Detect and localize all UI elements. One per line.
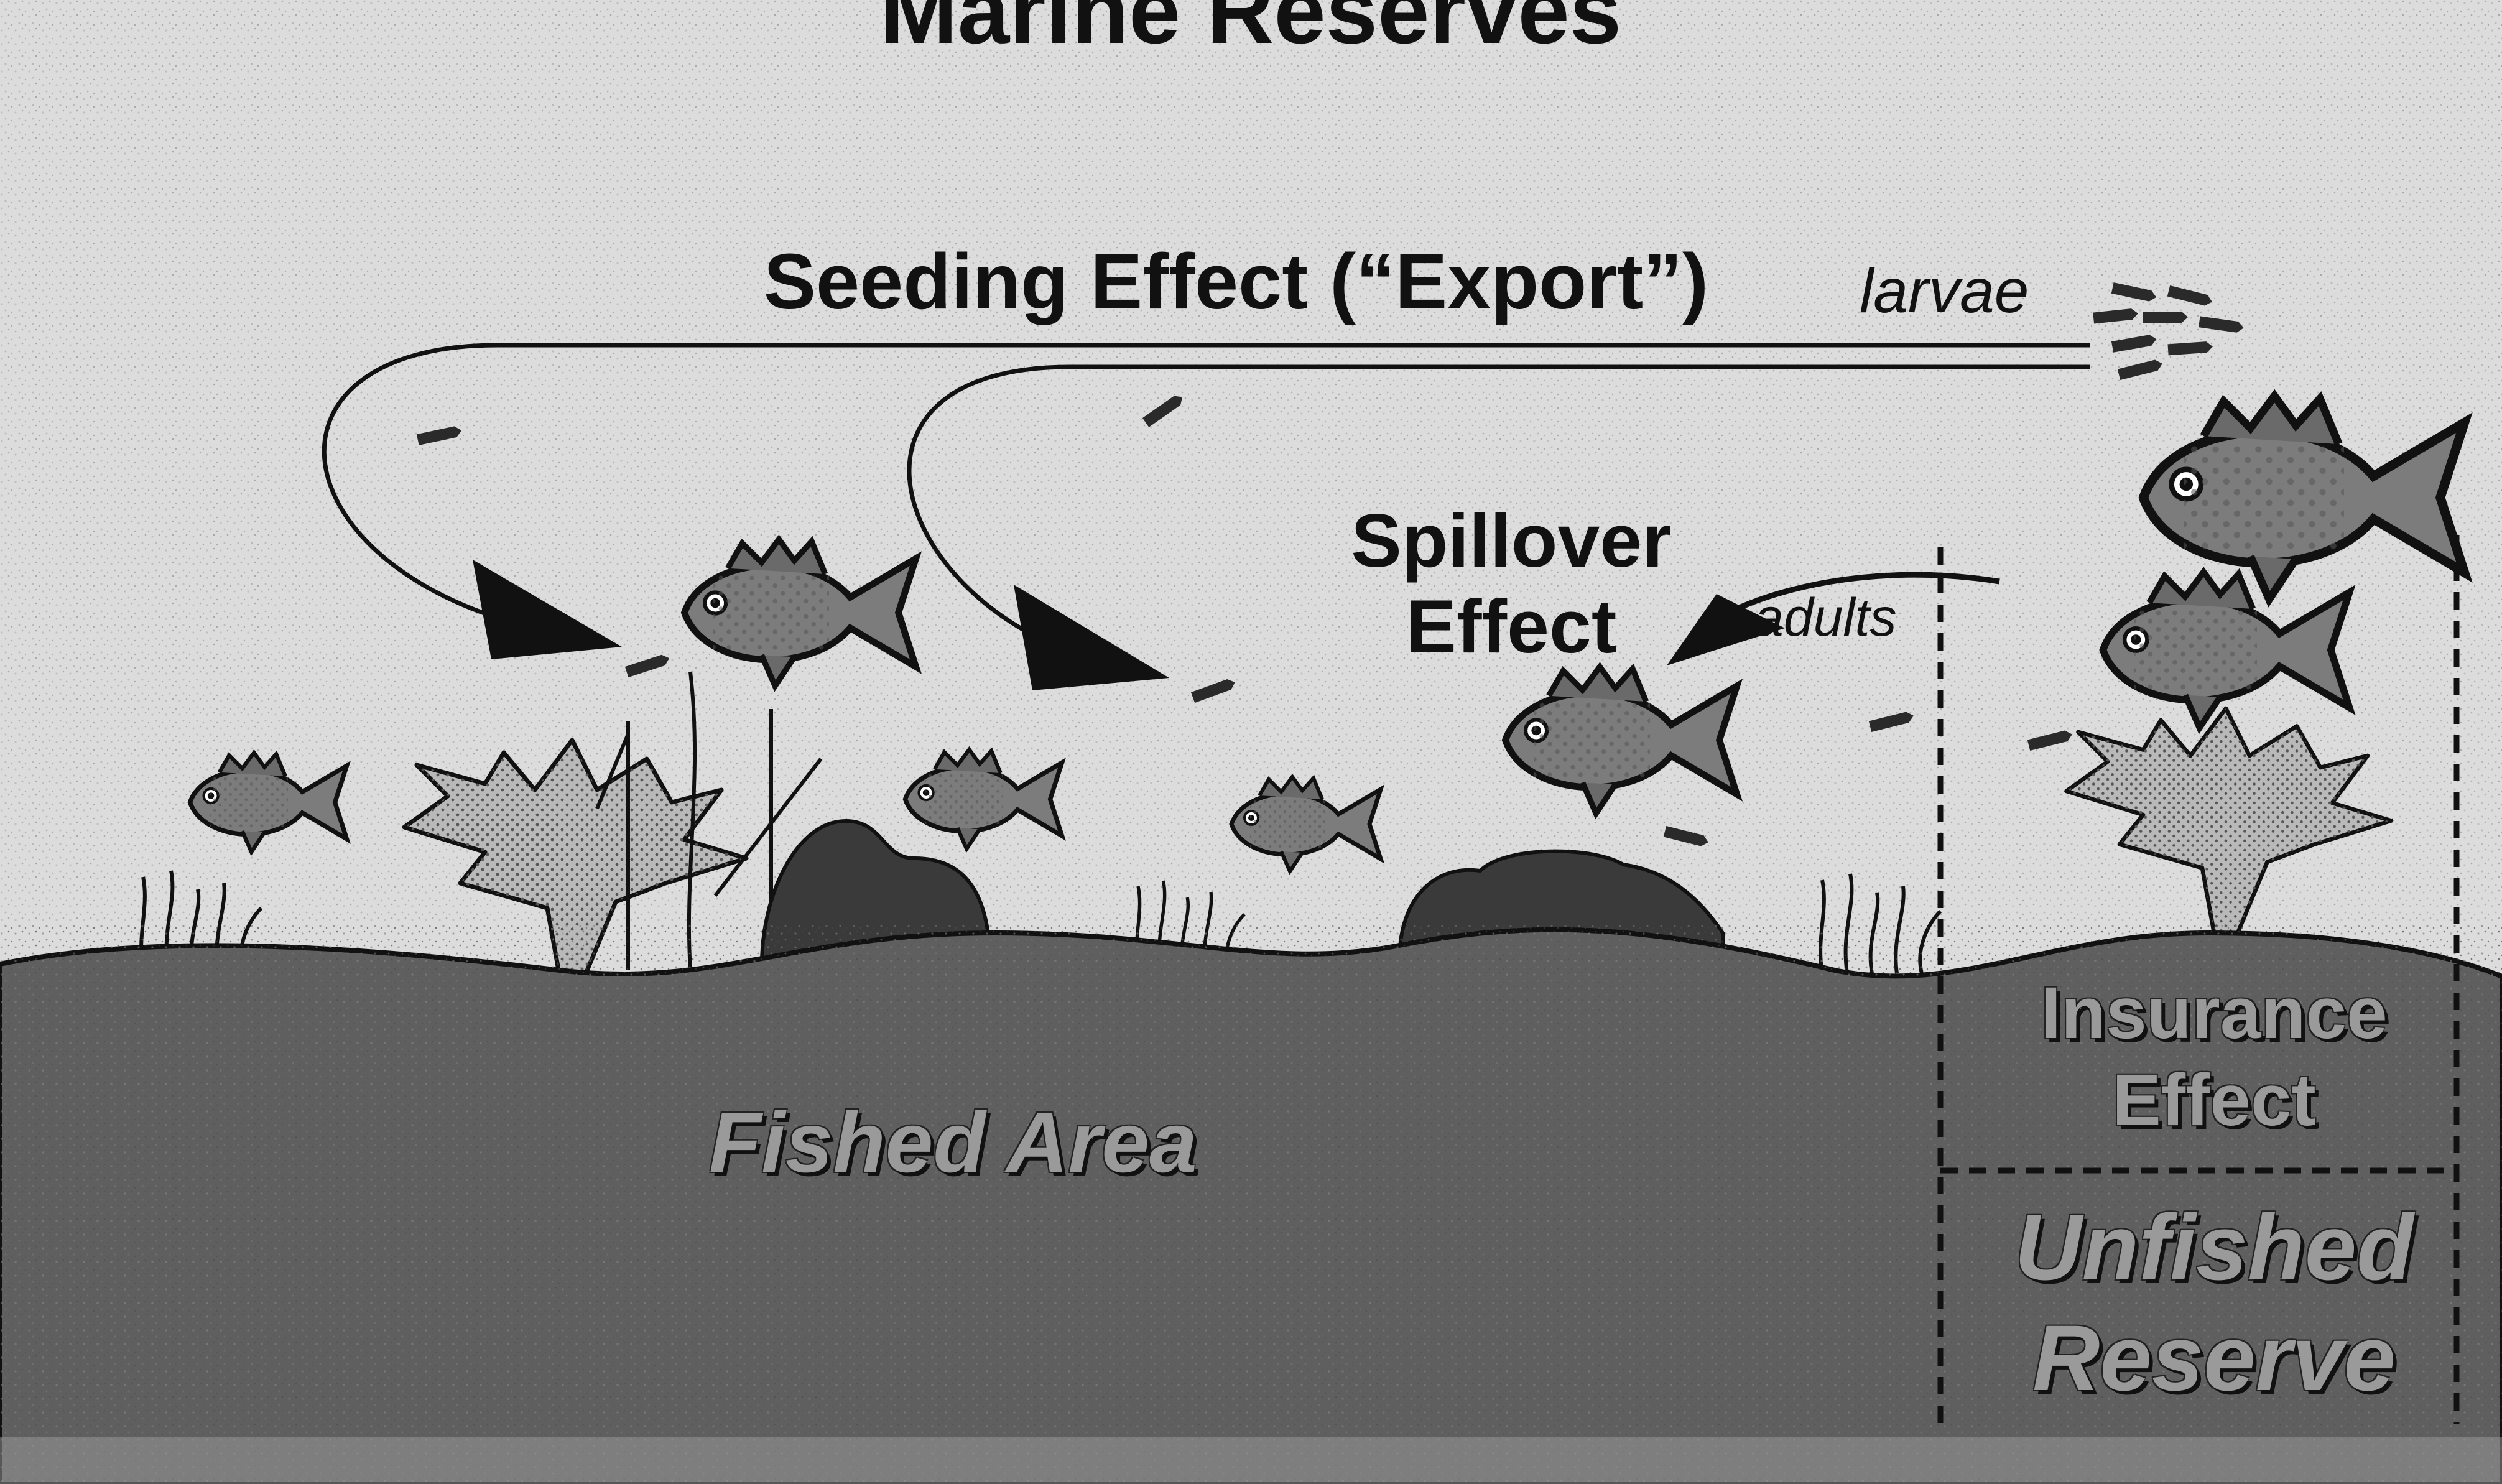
insurance-effect-label: Insurance Effect (1934, 976, 2494, 1151)
spillover-line-1: Spillover (1331, 503, 1692, 578)
reserve-line-1: Unfished (1934, 1200, 2494, 1294)
spillover-effect-label: Spillover Effect (1331, 503, 1692, 674)
seafloor-base (0, 1437, 2502, 1484)
insurance-line-2: Effect (1934, 1064, 2494, 1137)
fished-area-label: Fished Area (709, 1100, 1197, 1185)
unfished-reserve-label: Unfished Reserve (1934, 1200, 2494, 1422)
diagram-title: Marine Reserves (880, 0, 1621, 57)
reserve-line-2: Reserve (1934, 1311, 2494, 1404)
adults-label: adults (1754, 591, 1897, 644)
insurance-line-1: Insurance (1934, 976, 2494, 1050)
spillover-line-2: Effect (1331, 588, 1692, 664)
larvae-label: larvae (1860, 260, 2029, 322)
seeding-effect-label: Seeding Effect (“Export”) (764, 243, 1708, 321)
